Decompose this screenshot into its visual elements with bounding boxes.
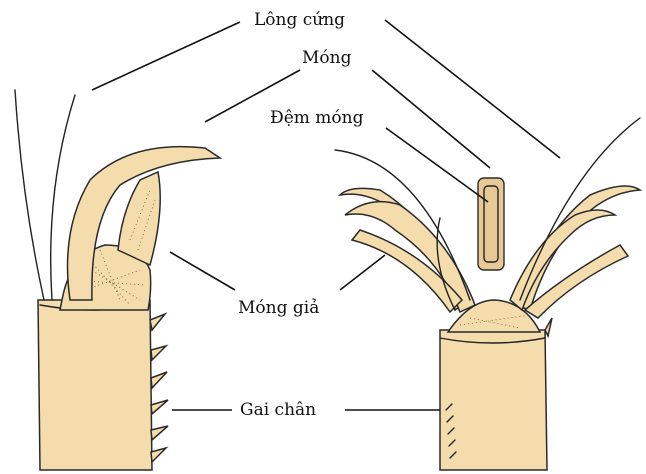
right-claw-pad [478,178,504,270]
leader-claw-pad [386,128,488,202]
label-leg-spines: Gai chân [240,402,316,419]
left-bristle-1 [15,90,44,300]
left-leg-segment [38,300,152,470]
leader-false-claw-right [340,255,385,290]
label-false-claw: Móng giả [238,300,319,317]
leader-claw-right [372,70,490,168]
left-leg-spines [150,314,168,462]
right-leg-drawing [335,118,640,470]
leader-bristles-left [92,22,240,90]
label-bristles: Lông cứng [254,12,345,29]
leader-false-claw-left [170,252,235,290]
right-leg-segment [440,330,547,470]
leader-bristles-right [385,20,560,158]
left-false-claw [118,172,160,265]
left-leg-drawing [15,90,220,470]
label-claw-pad: Đệm móng [270,110,364,127]
label-claw: Móng [302,50,351,67]
